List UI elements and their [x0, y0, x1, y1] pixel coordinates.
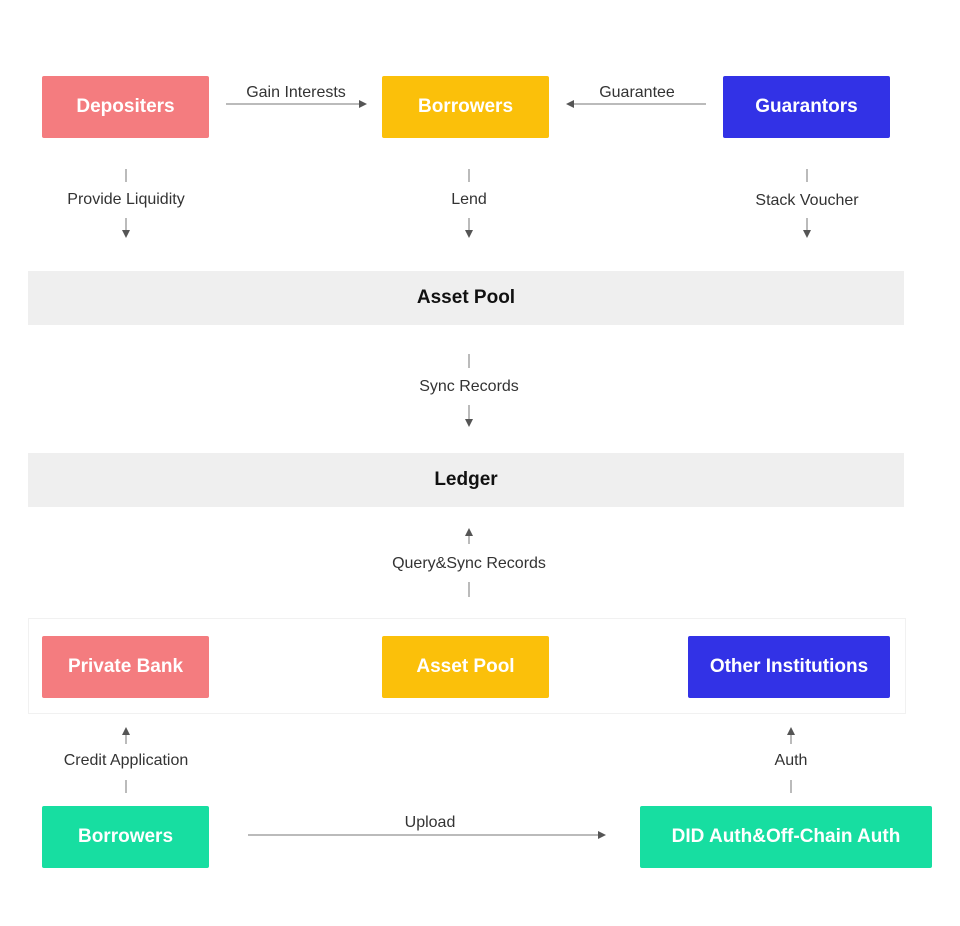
node-asset-pool-label: Asset Pool: [416, 656, 515, 677]
label-stack-voucher: Stack Voucher: [755, 192, 859, 209]
node-borrowers-top: Borrowers: [382, 76, 549, 138]
node-did-auth-label: DID Auth&Off-Chain Auth: [671, 826, 901, 847]
ledger-bar-label: Ledger: [434, 469, 498, 490]
label-gain-interests: Gain Interests: [246, 84, 346, 101]
node-other-institutions: Other Institutions: [688, 636, 890, 698]
node-other-institutions-label: Other Institutions: [709, 656, 869, 677]
label-credit-application: Credit Application: [63, 752, 189, 769]
node-private-bank: Private Bank: [42, 636, 209, 698]
node-did-auth: DID Auth&Off-Chain Auth: [640, 806, 932, 868]
node-guarantors: Guarantors: [723, 76, 890, 138]
node-borrowers-bottom: Borrowers: [42, 806, 209, 868]
node-asset-pool: Asset Pool: [382, 636, 549, 698]
node-guarantors-label: Guarantors: [755, 96, 858, 117]
asset-pool-bar: Asset Pool: [28, 271, 904, 325]
label-upload: Upload: [404, 814, 456, 831]
label-guarantee: Guarantee: [599, 84, 675, 101]
node-borrowers-top-label: Borrowers: [417, 96, 514, 117]
label-auth: Auth: [774, 752, 808, 769]
label-lend: Lend: [451, 191, 487, 208]
node-depositers-label: Depositers: [76, 96, 175, 117]
node-borrowers-bottom-label: Borrowers: [77, 826, 174, 847]
label-provide-liquidity: Provide Liquidity: [67, 191, 185, 208]
node-private-bank-label: Private Bank: [67, 656, 184, 677]
ledger-bar: Ledger: [28, 453, 904, 507]
node-depositers: Depositers: [42, 76, 209, 138]
label-sync-records: Sync Records: [419, 378, 519, 395]
label-query-sync-records: Query&Sync Records: [392, 555, 546, 572]
asset-pool-bar-label: Asset Pool: [416, 287, 516, 308]
